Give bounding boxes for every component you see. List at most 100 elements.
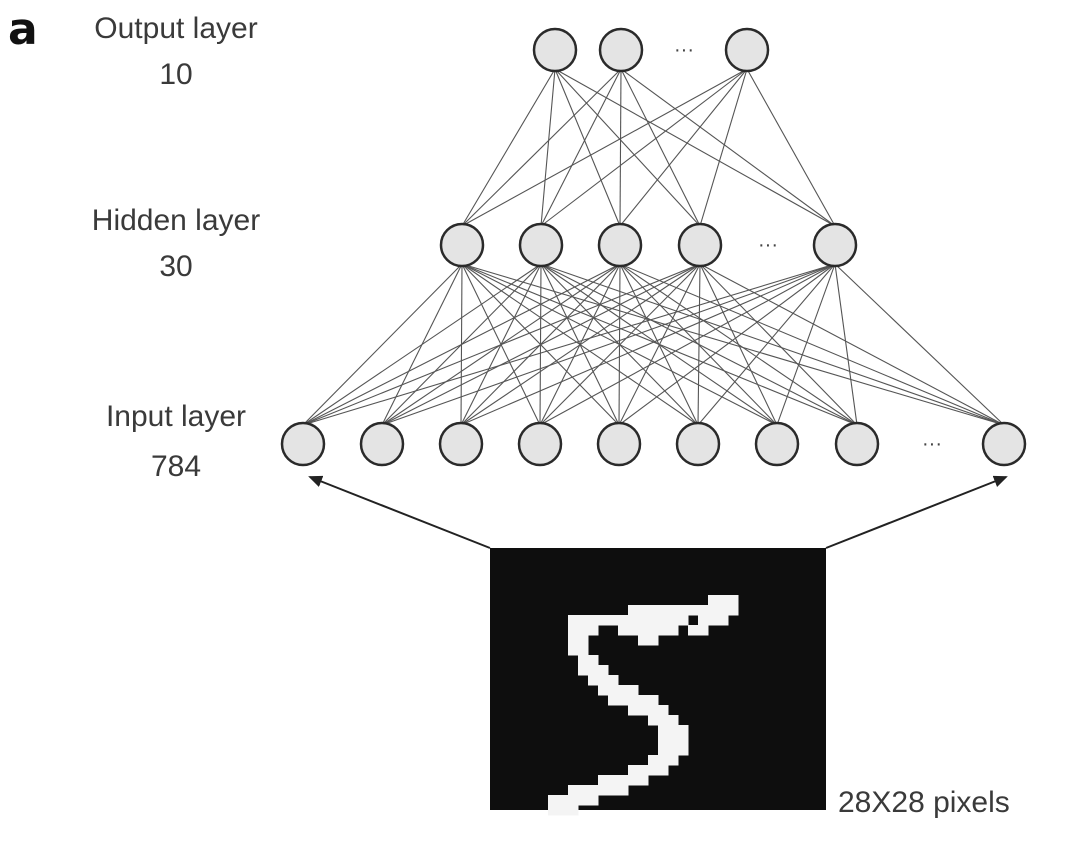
edge-output-0-hidden-2: [554, 68, 621, 227]
digit-pixel-9-6: [588, 675, 599, 686]
digit-pixel-3-15: [678, 615, 689, 626]
digit-pixel-3-18: [708, 615, 719, 626]
digit-pixel-19-10: [628, 775, 639, 786]
digit-pixel-14-13: [658, 725, 669, 736]
digit-pixel-16-13: [658, 745, 669, 756]
digit-pixel-4-5: [578, 625, 589, 636]
hidden-node-4: [812, 222, 858, 268]
digit-pixel-3-8: [608, 615, 619, 626]
digit-pixel-21-6: [588, 795, 599, 806]
hidden-node-0: [439, 222, 485, 268]
digit-pixel-17-12: [648, 755, 659, 766]
digit-pixel-3-11: [638, 615, 649, 626]
digit-pixel-4-4: [568, 625, 579, 636]
output-layer-size: 10: [159, 58, 192, 91]
digit-pixel-3-7: [598, 615, 609, 626]
digit-pixel-18-10: [628, 765, 639, 776]
digit-pixel-3-19: [718, 615, 729, 626]
edge-hidden-0-input-0: [302, 263, 463, 426]
digit-pixel-2-12: [648, 605, 659, 616]
digit-pixel-14-14: [668, 725, 679, 736]
digit-pixel-12-10: [628, 705, 639, 716]
edge-hidden-4-input-7: [834, 263, 858, 426]
digit-pixel-18-12: [648, 765, 659, 776]
input-node-8: [981, 421, 1027, 467]
edge-hidden-4-input-4: [618, 263, 836, 426]
digit-pixel-2-14: [668, 605, 679, 616]
digit-pixel-4-13: [658, 625, 669, 636]
edge-output-1-hidden-2: [619, 68, 622, 227]
digit-pixel-10-8: [608, 685, 619, 696]
arrow-right: [825, 475, 1008, 549]
digit-pixel-7-5: [578, 655, 589, 666]
digit-pixel-15-13: [658, 735, 669, 746]
digit-pixel-11-8: [608, 695, 619, 706]
digit-pixel-3-10: [628, 615, 639, 626]
digit-pixel-2-11: [638, 605, 649, 616]
digit-pixel-20-9: [618, 785, 629, 796]
digit-pixel-21-4: [568, 795, 579, 806]
digit-pixel-12-12: [648, 705, 659, 716]
edge-output-1-hidden-0: [461, 68, 622, 227]
edge-hidden-4-input-6: [776, 263, 836, 426]
digit-pixel-21-5: [578, 795, 589, 806]
neurons: [280, 27, 1027, 467]
digit-pixel-5-12: [648, 635, 659, 646]
digit-pixel-19-9: [618, 775, 629, 786]
digit-image: [490, 548, 826, 816]
digit-pixel-2-16: [688, 605, 699, 616]
digit-pixel-2-10: [628, 605, 639, 616]
input-layer-title: Input layer: [106, 400, 246, 433]
input-node-6: [754, 421, 800, 467]
edge-hidden-3-input-6: [699, 263, 778, 426]
digit-five: [548, 595, 739, 816]
digit-pixel-3-13: [658, 615, 669, 626]
digit-pixel-20-6: [588, 785, 599, 796]
digit-pixel-2-18: [708, 605, 719, 616]
digit-pixel-15-14: [668, 735, 679, 746]
digit-pixel-4-10: [628, 625, 639, 636]
hidden-layer-title: Hidden layer: [92, 204, 260, 237]
digit-pixel-1-19: [718, 595, 729, 606]
digit-pixel-4-16: [688, 625, 699, 636]
digit-pixel-21-3: [558, 795, 569, 806]
edge-output-2-hidden-0: [461, 68, 748, 227]
edge-output-2-hidden-4: [746, 68, 836, 227]
digit-pixel-20-7: [598, 785, 609, 796]
edge-hidden-3-input-4: [618, 263, 701, 426]
output-node-0: [532, 27, 578, 73]
digit-pixel-17-13: [658, 755, 669, 766]
hidden-node-1: [518, 222, 564, 268]
panel-label: a: [8, 4, 38, 55]
edge-hidden-4-input-8: [834, 263, 1005, 426]
output-ellipsis: ···: [674, 39, 694, 61]
hidden-node-3: [677, 222, 723, 268]
digit-pixel-12-11: [638, 705, 649, 716]
edge-hidden-0-input-8: [461, 263, 1005, 426]
edge-hidden-3-input-7: [699, 263, 858, 426]
digit-pixel-8-5: [578, 665, 589, 676]
input-ellipsis: ···: [922, 433, 942, 455]
edge-hidden-1-input-8: [540, 263, 1005, 426]
edge-hidden-3-input-5: [697, 263, 701, 426]
edge-hidden-4-input-1: [381, 263, 836, 426]
digit-pixel-17-14: [668, 755, 679, 766]
edge-hidden-3-input-2: [460, 263, 701, 426]
digit-pixel-22-4: [568, 805, 579, 816]
digit-pixel-9-8: [608, 675, 619, 686]
input-node-4: [596, 421, 642, 467]
digit-pixel-16-14: [668, 745, 679, 756]
digit-pixel-1-20: [728, 595, 739, 606]
digit-pixel-20-8: [608, 785, 619, 796]
digit-pixel-13-12: [648, 715, 659, 726]
digit-pixel-15-15: [678, 735, 689, 746]
edge-output-0-hidden-0: [461, 68, 556, 227]
digit-pixel-22-3: [558, 805, 569, 816]
edge-hidden-3-input-1: [381, 263, 701, 426]
edge-hidden-3-input-3: [539, 263, 701, 426]
output-layer-title: Output layer: [94, 12, 257, 45]
edge-hidden-4-input-0: [302, 263, 836, 426]
digit-pixel-16-15: [678, 745, 689, 756]
digit-pixel-19-8: [608, 775, 619, 786]
